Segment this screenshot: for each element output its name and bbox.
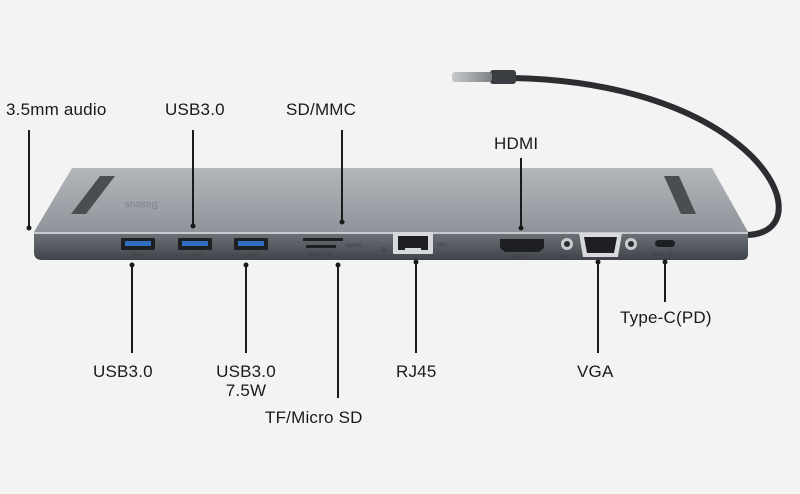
vga-marking: VGA: [560, 254, 569, 259]
leader-dots: [26, 219, 668, 268]
callout-audio: 3.5mm audio: [6, 100, 107, 119]
hdmi-marking: HDMI: [514, 254, 525, 259]
callout-typec: Type-C(PD): [620, 308, 712, 327]
callout-hdmi: HDMI: [494, 134, 539, 153]
leader-lines: [28, 130, 666, 398]
callout-usb-power-line2: 7.5W: [225, 381, 267, 400]
cable-connector-housing: [490, 70, 516, 84]
rubber-foot-right: [664, 176, 696, 214]
callout-usb-power-line1: USB3.0: [216, 362, 276, 381]
usb-port-1-marking: USB 1: [246, 252, 258, 257]
tf-micro-sd-slot: [306, 245, 336, 248]
rj45-marking: RJ45: [437, 242, 447, 247]
callout-sdmmc: SD/MMC: [286, 100, 357, 119]
brand-logo: Baseus: [125, 199, 158, 210]
sd-mmc-slot: [303, 238, 343, 241]
callout-usb-power: USB3.0 7.5W: [213, 362, 279, 400]
type-c-port: [655, 240, 675, 247]
callout-usb-bottom: USB3.0: [93, 362, 153, 381]
hub-edge-highlight: [34, 232, 748, 234]
tf-marking: TF/Micro SD: [307, 252, 332, 257]
type-c-marking: USB C ( PD ): [652, 252, 677, 257]
callout-usb-top: USB3.0: [165, 100, 225, 119]
network-icon: ⊞: [381, 246, 387, 254]
usb-c-cable: [509, 75, 782, 238]
callout-vga: VGA: [577, 362, 614, 381]
hub-top-surface: [34, 168, 748, 232]
rubber-foot-left: [71, 176, 115, 214]
usb-port-2-marking: USB 2: [190, 252, 202, 257]
sd-mmc-marking: SD/MMC: [346, 243, 363, 248]
cable-connector-plug: [452, 72, 492, 82]
usb-port-3-marking: USB 3: [132, 252, 144, 257]
callout-tf: TF/Micro SD: [265, 408, 363, 427]
hdmi-port: [500, 239, 544, 252]
callout-rj45: RJ45: [396, 362, 437, 381]
